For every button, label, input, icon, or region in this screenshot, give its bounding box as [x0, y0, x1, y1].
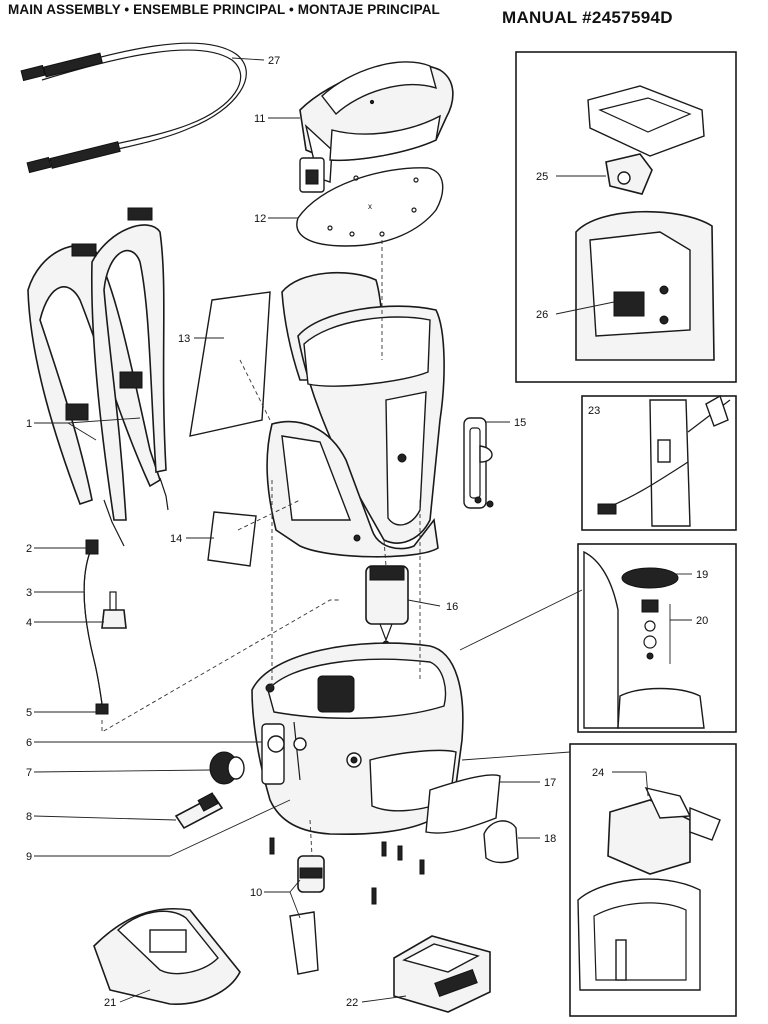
part-18-cap — [483, 820, 519, 864]
callout-14: 14 — [170, 533, 182, 545]
callout-22: 22 — [346, 997, 358, 1009]
callout-19: 19 — [696, 569, 708, 581]
callout-25: 25 — [536, 171, 548, 183]
callout-9: 9 — [26, 851, 32, 863]
callout-2: 2 — [26, 543, 32, 555]
part-16-pump — [365, 565, 409, 648]
callout-13: 13 — [178, 333, 190, 345]
callout-10: 10 — [250, 887, 262, 899]
part-1-shoulder-straps — [27, 207, 169, 547]
base-housing — [251, 642, 464, 836]
screws — [269, 837, 425, 905]
inset-frame-25-26 — [515, 51, 737, 383]
callout-12: 12 — [254, 213, 266, 225]
svg-text:x: x — [368, 202, 372, 211]
callout-20: 20 — [696, 615, 708, 627]
inset-frame-23 — [581, 395, 737, 531]
part-14-label-small — [207, 511, 257, 567]
part-21-charger — [93, 908, 241, 1005]
part-13-label-sheet — [189, 291, 271, 437]
inset-frame-19-20 — [577, 543, 737, 733]
leader-lines — [33, 57, 692, 1003]
callout-3: 3 — [26, 587, 32, 599]
callout-17: 17 — [544, 777, 556, 789]
part-22-battery — [393, 935, 491, 1013]
inset-24-drawing — [577, 786, 721, 991]
part-17-cover — [425, 774, 501, 834]
callout-4: 4 — [26, 617, 32, 629]
part-8-nozzle — [174, 792, 224, 830]
callout-numbers: 1 2 3 4 5 6 7 8 9 10 11 12 13 14 15 16 1… — [26, 55, 708, 1009]
part-12-filter-plate: x — [296, 167, 444, 247]
part-11-lid-handle — [299, 61, 454, 193]
callout-6: 6 — [26, 737, 32, 749]
callout-24: 24 — [592, 767, 604, 779]
callout-5: 5 — [26, 707, 32, 719]
parts-2-5-tube-assembly — [83, 539, 127, 715]
callout-8: 8 — [26, 811, 32, 823]
callout-26: 26 — [536, 309, 548, 321]
callout-16: 16 — [446, 601, 458, 613]
callout-18: 18 — [544, 833, 556, 845]
callout-15: 15 — [514, 417, 526, 429]
callout-21: 21 — [104, 997, 116, 1009]
callout-7: 7 — [26, 767, 32, 779]
callout-11: 11 — [254, 113, 265, 125]
part-7-knob — [209, 751, 245, 785]
inset-19-20-drawing — [583, 550, 705, 729]
assembly-guide-lines — [101, 240, 421, 857]
inset-25-26-drawing — [575, 85, 715, 361]
part-15-latch — [463, 417, 494, 509]
tank-housing — [266, 271, 445, 558]
inset-frame-24 — [569, 743, 737, 1017]
inset-23-drawing — [597, 394, 731, 527]
manual-number: MANUAL #2457594D — [502, 8, 673, 27]
part-27-hose — [20, 42, 247, 174]
page-title: MAIN ASSEMBLY • ENSEMBLE PRINCIPAL • MON… — [8, 2, 440, 17]
part-10-valve — [289, 855, 325, 975]
callout-23: 23 — [588, 405, 600, 417]
callout-27: 27 — [268, 55, 280, 67]
callout-1: 1 — [26, 418, 32, 430]
